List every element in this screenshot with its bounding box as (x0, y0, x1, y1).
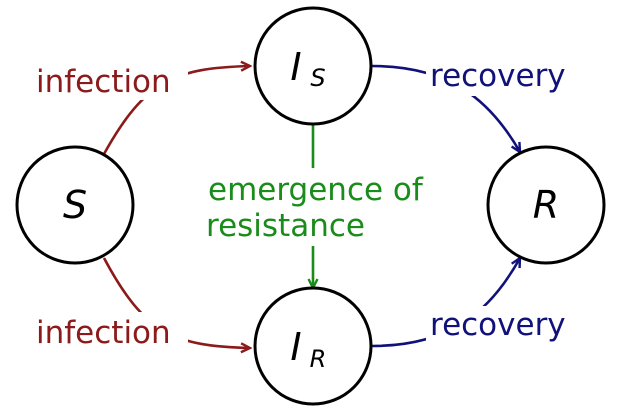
node-ir: I R (253, 286, 373, 406)
recovery-top-label: recovery (430, 58, 566, 94)
node-is-label: I (290, 45, 301, 89)
infection-top-label: infection (36, 64, 171, 100)
node-r-label: R (533, 183, 559, 227)
node-r: R (486, 145, 606, 265)
infection-top-label-bg (30, 60, 188, 100)
node-is-subscript: S (310, 64, 325, 92)
node-s: S (15, 145, 135, 265)
infection-bottom-label: infection (36, 315, 171, 351)
node-r-circle (486, 145, 606, 265)
recovery-bottom-label: recovery (430, 307, 566, 343)
resistance-label-bg (204, 168, 442, 246)
node-is: I S (253, 6, 373, 126)
resistance-label-line2: resistance (206, 208, 365, 244)
node-ir-label: I (290, 325, 301, 369)
resistance-label-line1: emergence of (208, 172, 424, 208)
infection-bottom-label-bg (30, 312, 188, 352)
node-s-circle (15, 145, 135, 265)
node-ir-circle (253, 286, 373, 406)
node-s-label: S (63, 183, 87, 227)
node-is-circle (253, 6, 373, 126)
node-ir-subscript: R (310, 345, 327, 373)
recovery-top-label-bg (426, 56, 578, 96)
recovery-bottom-label-bg (426, 306, 578, 346)
